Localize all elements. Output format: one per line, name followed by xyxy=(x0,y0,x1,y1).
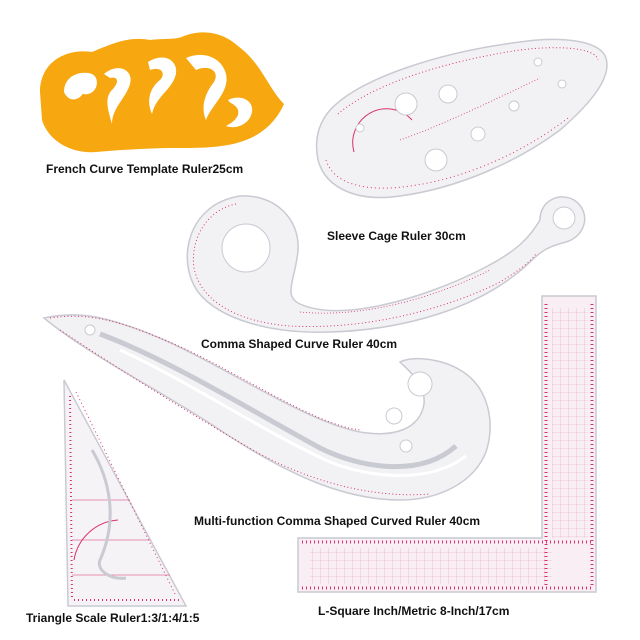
l-square-label: L-Square Inch/Metric 8-Inch/17cm xyxy=(318,604,510,618)
french-curve-cutout xyxy=(104,68,131,124)
sleeve-cage-label: Sleeve Cage Ruler 30cm xyxy=(327,229,466,243)
multi-function-curve-scale xyxy=(59,329,431,496)
comma-curve-body xyxy=(186,195,586,333)
sleeve-cage-hole xyxy=(424,148,448,172)
comma-curve-hole xyxy=(221,223,271,273)
multi-function-curve-hole xyxy=(407,371,433,397)
l-square-grid-vertical xyxy=(552,308,588,538)
sleeve-cage-hole xyxy=(470,126,486,142)
triangle-ruler-label: Triangle Scale Ruler1:3/1:4/1:5 xyxy=(26,611,200,625)
sleeve-cage-hole xyxy=(438,84,458,104)
multi-function-label: Multi-function Comma Shaped Curved Ruler… xyxy=(194,514,481,528)
multi-function-curve-slot xyxy=(119,348,467,477)
multi-function-curve-slot xyxy=(99,331,458,470)
sleeve-cage-hole xyxy=(355,123,365,133)
french-curve-cutout xyxy=(226,97,253,128)
multi-function-curve-hole xyxy=(399,439,413,453)
sleeve-cage-hole xyxy=(508,100,520,112)
french-curve-label: French Curve Template Ruler25cm xyxy=(46,162,244,176)
sleeve-cage-hole xyxy=(533,57,543,67)
sleeve-cage-hole xyxy=(394,92,418,116)
sleeve-cage-hole xyxy=(557,79,567,89)
sleeve-cage-scale xyxy=(399,77,541,141)
triangle-ruler-curve-slot xyxy=(90,449,127,580)
l-square-grid-horizontal xyxy=(310,548,552,584)
multi-function-curve-hole xyxy=(84,324,96,336)
french-curve-cutout xyxy=(148,57,177,114)
multi-function-curve-body xyxy=(42,314,491,501)
sleeve-cage-body xyxy=(315,38,608,199)
french-curve-cutout xyxy=(186,54,227,121)
multi-function-curve-hole xyxy=(385,407,403,425)
comma-curve-hang-hole xyxy=(552,206,576,230)
french-curve-cutout xyxy=(64,72,97,100)
comma-curve-label: Comma Shaped Curve Ruler 40cm xyxy=(201,337,398,351)
